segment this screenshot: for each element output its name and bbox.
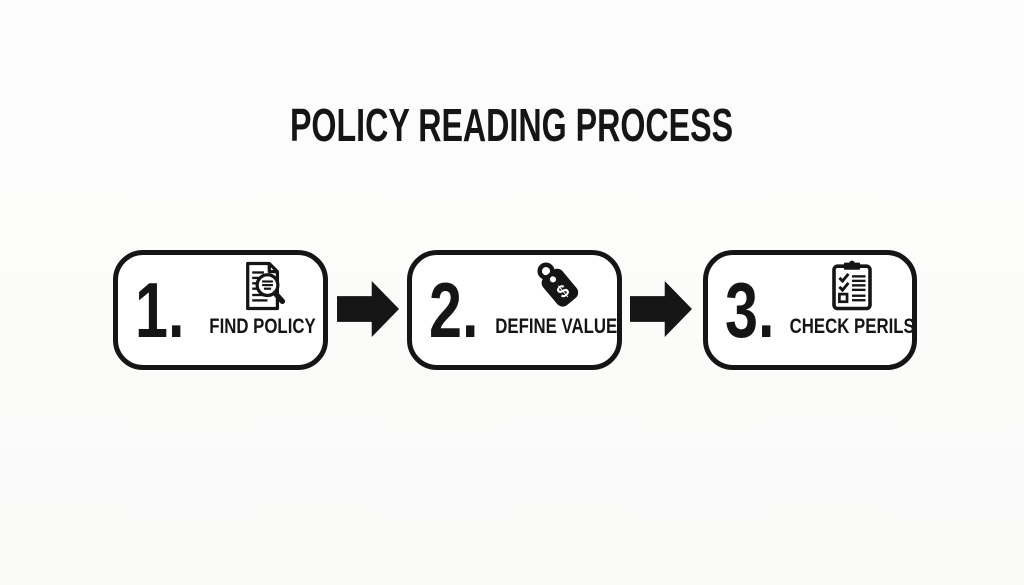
step-number: 3. [725, 271, 790, 349]
step-number-text: 1. [135, 266, 185, 354]
step-box-find-policy: 1. [113, 250, 328, 370]
step-label: CHECK PERILS [774, 315, 930, 339]
diagram-title: POLICY READING PROCESS [0, 100, 1024, 151]
step-box-define-value: 2. $ DEFINE VALUE [407, 250, 622, 370]
checklist-clipboard-icon [825, 259, 879, 313]
arrow-right-icon [337, 281, 399, 337]
step-number-text: 3. [725, 266, 775, 354]
step-label: DEFINE VALUE [480, 315, 632, 339]
step-content: FIND POLICY [202, 259, 323, 339]
step-content: $ DEFINE VALUE [496, 259, 618, 339]
step-content: CHECK PERILS [789, 259, 915, 339]
step-label: FIND POLICY [196, 315, 329, 339]
price-tag-icon: $ [530, 259, 584, 313]
step-box-check-perils: 3. [703, 250, 917, 370]
step-number-text: 2. [429, 266, 479, 354]
diagram-title-text: POLICY READING PROCESS [290, 99, 734, 151]
step-label-text: DEFINE VALUE [495, 315, 618, 338]
step-number: 2. [429, 271, 494, 349]
step-number: 1. [135, 271, 200, 349]
arrow-right-icon [630, 281, 692, 337]
step-label-text: FIND POLICY [209, 315, 316, 338]
step-label-text: CHECK PERILS [789, 315, 915, 338]
document-search-icon-svg [245, 261, 285, 311]
price-tag-icon-svg: $ [536, 262, 578, 307]
checklist-clipboard-icon-svg [832, 260, 872, 311]
document-search-icon [236, 259, 290, 313]
